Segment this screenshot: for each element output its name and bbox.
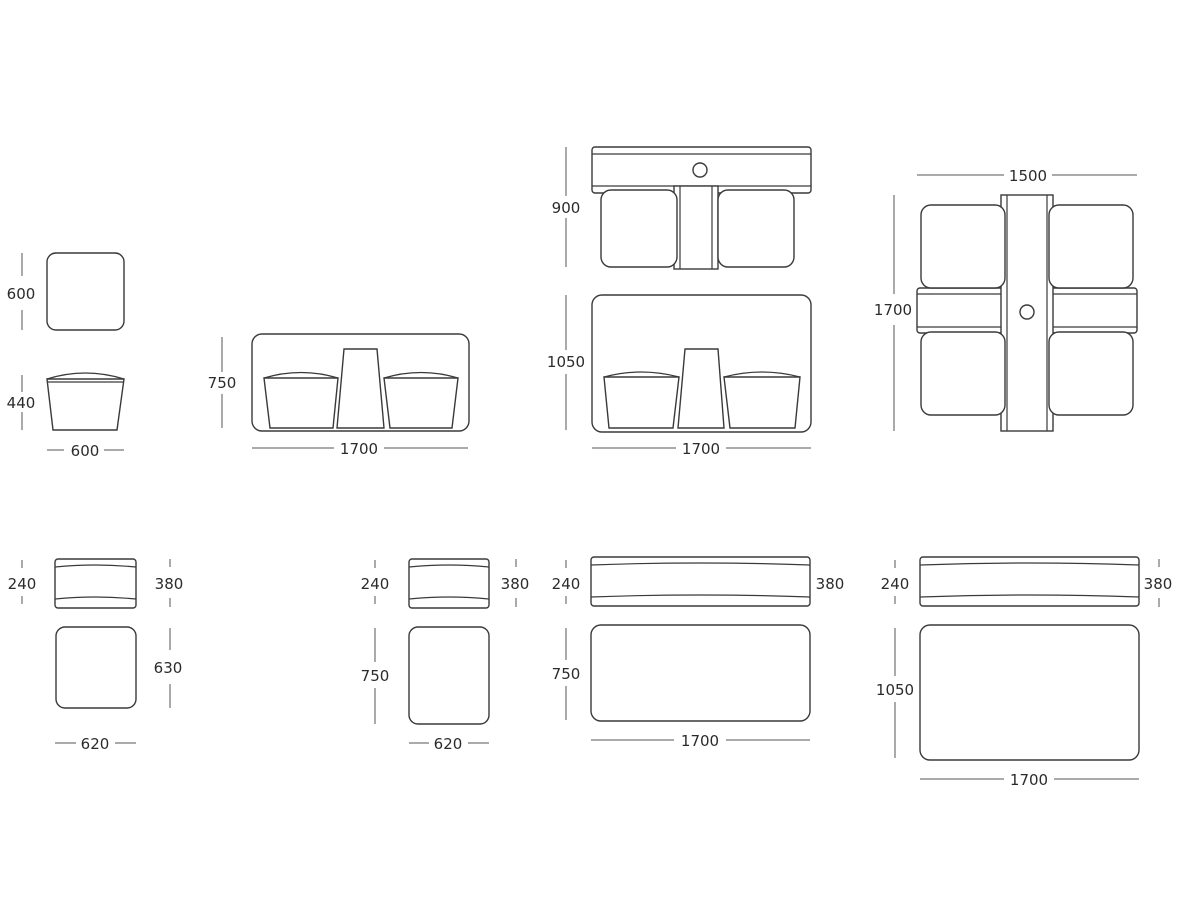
set-plan-view: 900 xyxy=(552,146,812,270)
cushion-a-width-label: 620 xyxy=(81,735,110,753)
stool-width-label: 600 xyxy=(7,285,36,303)
cushion-c-left-label: 240 xyxy=(552,575,581,593)
stool-height-label: 440 xyxy=(7,394,36,412)
cushion-a-depth-label: 630 xyxy=(154,659,183,677)
table-depth-label: 1700 xyxy=(874,301,912,319)
bench-width-label: 1700 xyxy=(340,440,378,458)
set-front-view: 1050 1700 xyxy=(547,294,812,458)
cushion-b-depth-label: 750 xyxy=(361,667,390,685)
cushion-a-right-label: 380 xyxy=(155,575,184,593)
table-plan-view: 1500 1700 xyxy=(874,167,1138,432)
cushion-b-right-label: 380 xyxy=(501,575,530,593)
cushion-b-left-label: 240 xyxy=(361,575,390,593)
cushion-c-views: 240 380 750 1700 xyxy=(552,556,845,750)
cushion-c-depth-label: 750 xyxy=(552,665,581,683)
set-depth-label: 900 xyxy=(552,199,581,217)
cushion-c-right-label: 380 xyxy=(816,575,845,593)
cushion-a-left-label: 240 xyxy=(8,575,37,593)
cushion-b-views: 240 380 750 620 xyxy=(361,558,530,753)
bench-height-label: 750 xyxy=(208,374,237,392)
cushion-d-left-label: 240 xyxy=(881,575,910,593)
set-height-label: 1050 xyxy=(547,353,585,371)
cushion-d-right-label: 380 xyxy=(1144,575,1173,593)
cushion-d-views: 240 380 1050 1700 xyxy=(876,556,1173,789)
stool-side-view: 440 600 xyxy=(7,372,125,460)
stool-depth-label: 600 xyxy=(71,442,100,460)
stool-plan-view: 600 xyxy=(7,252,125,331)
cushion-d-width-label: 1700 xyxy=(1010,771,1048,789)
cushion-a-views: 240 380 630 620 xyxy=(8,558,184,753)
table-width-label: 1500 xyxy=(1009,167,1047,185)
cushion-b-width-label: 620 xyxy=(434,735,463,753)
bench-front-view: 750 1700 xyxy=(208,333,470,458)
set-width-label: 1700 xyxy=(682,440,720,458)
cushion-c-width-label: 1700 xyxy=(681,732,719,750)
cushion-d-depth-label: 1050 xyxy=(876,681,914,699)
